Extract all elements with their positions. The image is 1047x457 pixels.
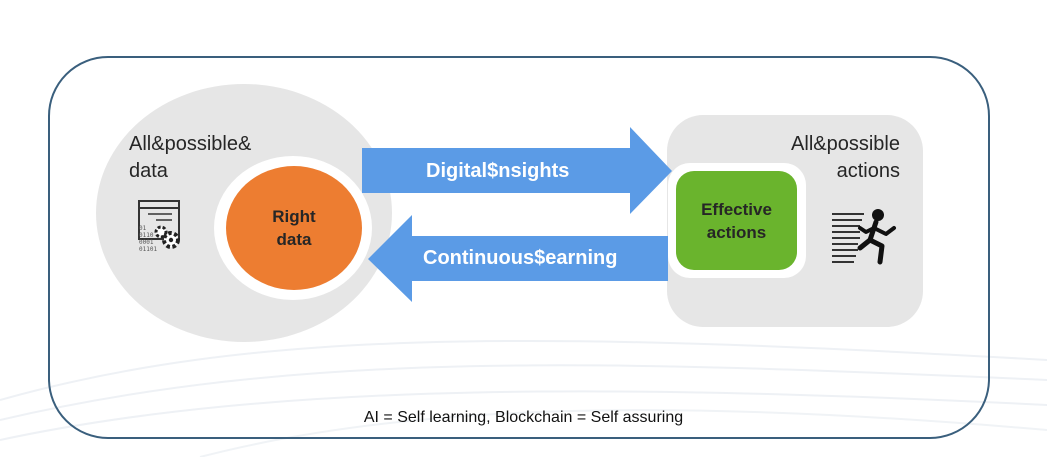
continuous-learning-arrow	[368, 215, 668, 302]
all-possible-data-label: All&possible& data	[129, 131, 251, 185]
digital-insights-label: Digital$nsights	[426, 160, 570, 182]
right-data-line1: Right	[272, 207, 316, 226]
svg-text:0110: 0110	[139, 232, 154, 239]
digital-insights-arrow	[362, 127, 672, 214]
left-label-line2: data	[129, 160, 168, 182]
effective-line2: actions	[706, 222, 767, 242]
running-person-icon	[832, 209, 896, 265]
all-possible-actions-label: All&possible actions	[791, 131, 900, 185]
right-label-line2: actions	[836, 160, 900, 182]
left-label-line1: All&possible&	[129, 133, 252, 155]
effective-actions-box: Effective actions	[676, 171, 797, 270]
right-data-line2: data	[276, 230, 312, 249]
right-data-circle: Right data	[226, 166, 362, 290]
right-label-line1: All&possible	[791, 133, 900, 155]
effective-line1: Effective	[701, 199, 772, 219]
diagram-frame	[48, 56, 990, 439]
continuous-learning-label: Continuous$earning	[423, 247, 618, 269]
data-settings-icon: 01 0110 0001 01101	[138, 200, 180, 252]
svg-text:01101: 01101	[139, 246, 157, 252]
svg-text:01: 01	[139, 225, 147, 232]
svg-text:0001: 0001	[139, 239, 154, 246]
diagram-caption: AI = Self learning, Blockchain = Self as…	[363, 409, 684, 426]
